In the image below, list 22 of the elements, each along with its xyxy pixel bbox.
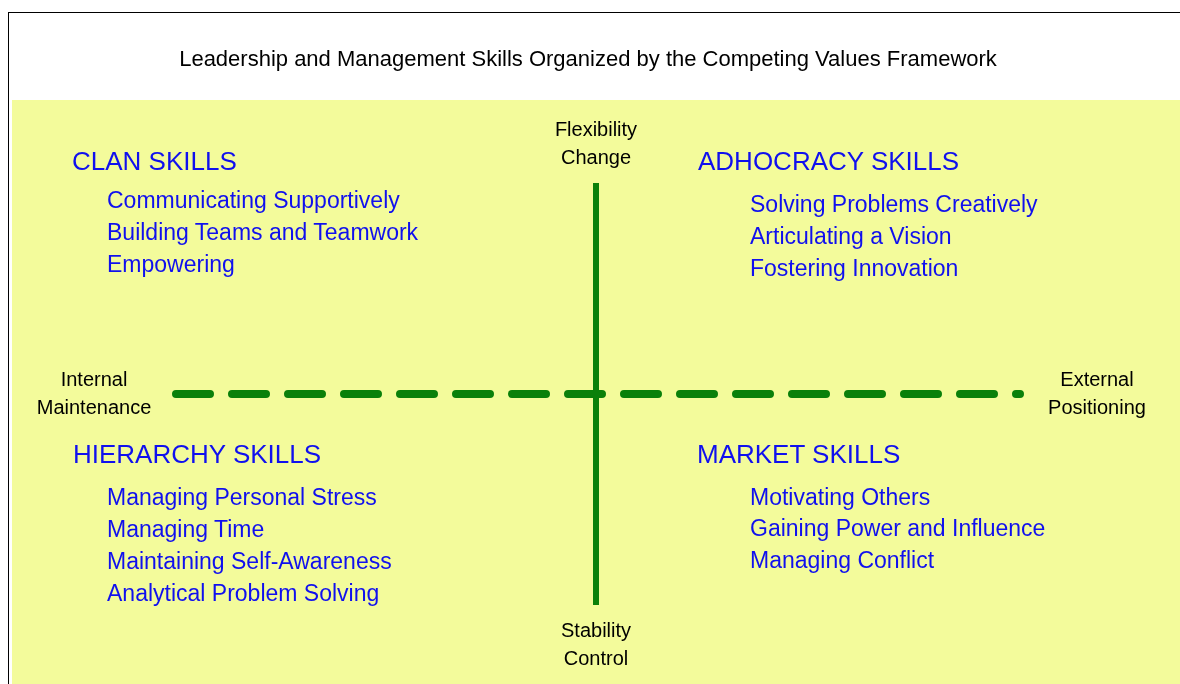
skill-item: Solving Problems Creatively	[750, 191, 1038, 219]
axis-label: Internal Maintenance	[35, 367, 153, 420]
skill-item: Fostering Innovation	[750, 255, 959, 283]
skill-item: Managing Time	[107, 516, 265, 544]
skill-item: Empowering	[107, 251, 235, 279]
quadrant-heading: MARKET SKILLS	[697, 439, 901, 471]
skill-item: Maintaining Self-Awareness	[107, 548, 392, 576]
skill-item: Gaining Power and Influence	[750, 515, 1046, 543]
skill-item: Articulating a Vision	[750, 223, 952, 251]
diagram-title: Leadership and Management Skills Organized by the Competing Values Framework	[178, 46, 998, 72]
axis-label: Flexibility Change	[553, 117, 639, 170]
axis-label: Stability Control	[560, 618, 632, 671]
axis-label: External Positioning	[1047, 367, 1147, 420]
quadrant-heading: ADHOCRACY SKILLS	[698, 146, 960, 178]
quadrant-heading: CLAN SKILLS	[72, 146, 237, 178]
skill-item: Motivating Others	[750, 484, 931, 512]
skill-item: Building Teams and Teamwork	[107, 219, 419, 247]
skill-item: Managing Personal Stress	[107, 484, 377, 512]
skill-item: Managing Conflict	[750, 547, 935, 575]
skill-item: Communicating Supportively	[107, 187, 400, 215]
quadrant-heading: HIERARCHY SKILLS	[73, 439, 322, 471]
skill-item: Analytical Problem Solving	[107, 580, 380, 608]
